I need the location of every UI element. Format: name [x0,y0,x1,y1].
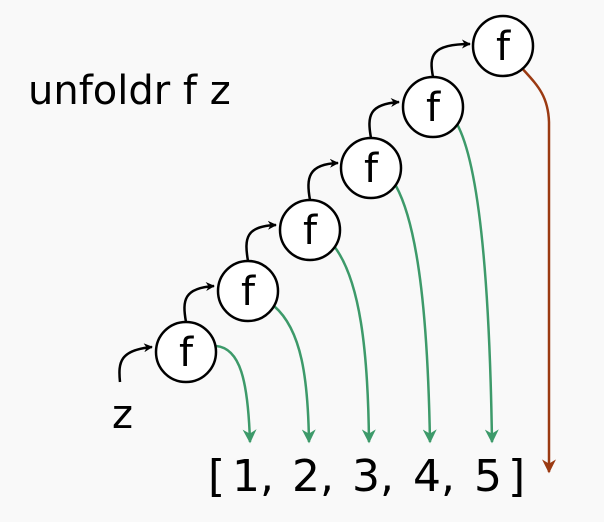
seed-label: z [112,392,133,438]
result-item-4: 4, [413,451,455,502]
emit-arrow-3 [333,245,376,444]
node-circle [216,259,280,323]
emit-arrow-4 [394,185,437,444]
node-1: f [154,320,218,384]
node-label: f [241,269,256,315]
state-arrows [118,39,471,383]
diagram-title: unfoldr f z [28,68,231,114]
emit-arrows [215,123,499,444]
state-arrow-5 [430,39,471,78]
emit-arrow-2 [273,305,316,444]
node-circle [339,136,403,200]
node-3: f [278,198,342,262]
result-item-2: 2, [292,451,334,502]
node-6: f [471,14,535,78]
stop-arrow [519,65,556,474]
node-circle [154,320,218,384]
node-circle [401,75,465,139]
node-circle [471,14,535,78]
state-arrow-2 [245,220,277,262]
node-5: f [401,75,465,139]
node-4: f [339,136,403,200]
state-arrow-4 [368,98,400,139]
result-open-bracket: [ [208,451,225,502]
emit-arrow-1 [215,344,257,444]
result-item-3: 3, [352,451,394,502]
result-close-bracket: ] [508,451,525,502]
state-arrow-1 [183,282,215,323]
node-2: f [216,259,280,323]
result-item-5: 5 [474,451,502,502]
node-label: f [496,24,511,70]
result-item-1: 1, [232,451,274,502]
state-arrow-3 [307,158,339,201]
emit-arrow-5 [455,123,499,444]
node-label: f [303,208,318,254]
node-label: f [364,146,379,192]
node-label: f [179,330,194,376]
result-list: [ 1, 2, 3, 4, 5 ] [208,451,525,502]
state-arrow-0 [118,343,153,383]
node-circle [278,198,342,262]
node-label: f [426,85,441,131]
